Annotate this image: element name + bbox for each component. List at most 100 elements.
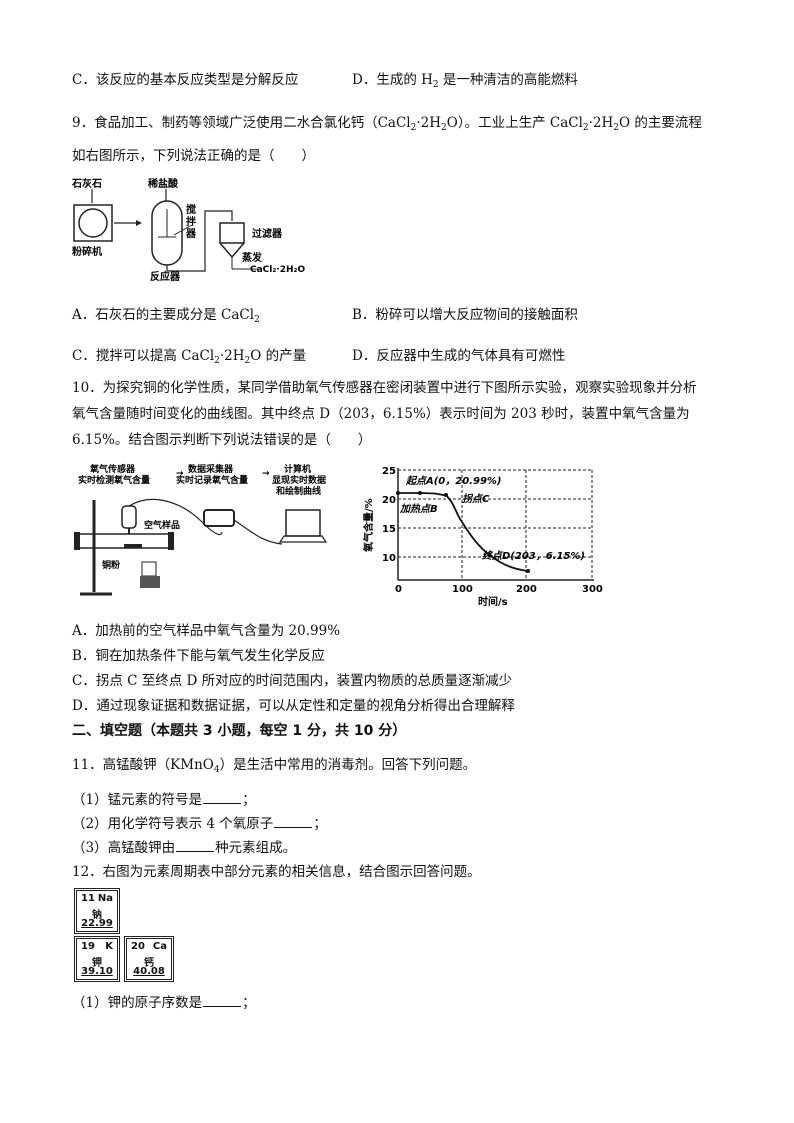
answer-blank[interactable] [176,837,215,852]
text: C．搅拌可以提高 CaCl [72,348,215,364]
experiment-apparatus: 氧气传感器 实时检测氧气含量 → 数据采集器 实时记录氧气含量 → 计算机 显现… [74,463,328,596]
atomic-mass: 40.08 [133,966,165,977]
q12-stem: 12．右图为元素周期表中部分元素的相关信息，结合图示回答问题。 [72,864,481,880]
text: ·2H [219,348,245,364]
text: ·2H [588,115,614,131]
q11-part-2: （2）用化学符号表示 4 个氧原子 ； [72,813,327,834]
stirrer-label: 搅拌器 [185,203,197,240]
subscript: 2 [613,123,620,133]
q10-option-b: B．铜在加热条件下能与氧气发生化学反应 [72,648,325,664]
text: （2）用化学符号表示 4 个氧原子 [72,816,274,832]
point-d-label: 终点D(203，6.15%) [482,550,585,562]
data-collector [203,509,235,527]
element-symbol: Ca [152,941,167,952]
filter-label: 过滤器 [252,227,283,240]
q9-option-a: A．石灰石的主要成分是 CaCl2 [72,305,260,330]
element-name: 钾 [92,958,102,969]
element-name: 钙 [144,958,154,969]
copper-powder-label: 铜粉 [102,559,120,571]
crusher-box [73,204,113,242]
subscript: 2 [254,315,260,325]
text: 11．高锰酸钾（KMnO [72,757,214,773]
q11-stem: 11．高锰酸钾（KMnO4）是生活中常用的消毒剂。回答下列问题。 [72,755,476,780]
x-axis-label: 时间/s [478,595,508,608]
svg-text:→: → [176,469,184,479]
element-tile-ca: 20 Ca 钙 40.08 [124,936,174,982]
y-axis-label: 氧气含量/% [362,498,375,553]
oxygen-curve [398,492,529,572]
svg-text:→: → [262,469,270,479]
process-flow-diagram: 石灰石 粉碎机 稀盐酸 搅拌器 反应器 过滤器 蒸发 CaCl₂·2H₂O [71,177,305,283]
y-tick: 25 [382,466,396,477]
text: ； [313,816,327,832]
q12-part-1: （1）钾的原子序数是； [72,992,256,1013]
collector-label: 数据采集器 [188,463,234,475]
q10-option-c: C．拐点 C 至终点 D 所对应的时间范围内，装置内物质的总质量逐渐减少 [72,673,513,689]
subscript: 2 [582,123,589,133]
x-tick: 200 [516,584,537,595]
text: （1）锰元素的符号是 [72,792,203,808]
q10-stem-line2: 氧气含量随时间变化的曲线图。其中终点 D（203，6.15%）表示时间为 203… [72,406,690,422]
q10-option-a: A．加热前的空气样品中氧气含量为 20.99% [72,623,341,639]
subscript: 2 [244,356,251,366]
computer-label-3: 和绘制曲线 [275,485,321,497]
subscript: 2 [214,356,220,366]
answer-blank[interactable] [203,789,242,804]
subscript: 4 [213,765,220,775]
element-symbol: K [105,941,113,952]
section-2-title: 二、填空题（本题共 3 小题，每空 1 分，共 10 分） [72,723,407,739]
text: O 的主要流程 [619,115,702,131]
q9-option-b: B．粉碎可以增大反应物间的接触面积 [352,307,578,323]
product-label: CaCl₂·2H₂O [250,265,305,275]
crusher-label: 粉碎机 [72,245,102,258]
reactor-label: 反应器 [150,270,181,283]
computer-label-2: 显现实时数据 [272,474,326,486]
text: O 的产量 [250,348,307,364]
x-tick: 0 [395,584,402,595]
atomic-number: 20 [131,941,145,952]
collector-label-2: 实时记录氧气含量 [176,474,248,486]
sensor-label: 氧气传感器 [89,463,136,475]
answer-blank[interactable] [203,992,242,1007]
computer [285,509,321,537]
limestone-label: 石灰石 [71,177,102,190]
x-tick: 100 [452,584,473,595]
y-tick: 15 [382,524,396,535]
oxygen-content-chart: 25 20 15 10 0 100 200 300 时间/s 氧气含量/% 起点… [362,466,603,608]
atomic-mass: 22.99 [81,918,113,929]
text: （1）钾的原子序数是 [72,995,203,1011]
text: O）。工业上生产 CaCl [446,115,583,131]
q9-option-c: C．搅拌可以提高 CaCl2·2H2O 的产量 [72,346,306,371]
element-symbol: Na [97,893,113,904]
text: （3）高锰酸钾由 [72,840,176,856]
text: D．生成的 H [352,72,433,88]
q10-stem-line3: 6.15%。结合图示判断下列说法错误的是（ ） [72,432,372,448]
air-sample-label: 空气样品 [144,519,180,531]
q9-option-d: D．反应器中生成的气体具有可燃性 [352,348,566,364]
text: 是一种清洁的高能燃料 [438,72,578,88]
q8-option-d: D．生成的 H2 是一种清洁的高能燃料 [352,70,578,95]
sensor-label-2: 实时检测氧气含量 [78,474,150,486]
element-tile-na: 11 Na 钠 22.99 [74,888,120,934]
q10-option-d: D．通过现象证据和数据证据，可以从定性和定量的视角分析得出合理解释 [72,698,515,714]
subscript: 2 [432,80,439,90]
q11-part-1: （1）锰元素的符号是； [72,789,256,810]
subscript: 2 [410,123,417,133]
dilute-hcl-label: 稀盐酸 [148,177,179,190]
filter-box [219,222,245,244]
text: 9．食品加工、制药等领域广泛使用二水合氯化钙（CaCl [72,115,411,131]
answer-blank[interactable] [274,813,313,828]
oxygen-sensor [121,505,137,529]
q9-stem-line2: 如右图所示，下列说法正确的是（ ） [72,148,315,164]
computer-label: 计算机 [284,463,311,475]
text: ）是生活中常用的消毒剂。回答下列问题。 [219,757,477,773]
point-b-label: 加热点B [399,503,438,515]
element-name: 钠 [92,910,102,921]
evaporate-label: 蒸发 [242,251,263,264]
text: ·2H [416,115,442,131]
text: 种元素组成。 [215,840,297,856]
y-tick: 20 [382,495,396,506]
point-a-label: 起点A(0，20.99%) [405,475,502,487]
subscript: 2 [441,123,447,133]
text: A．石灰石的主要成分是 CaCl [72,307,255,323]
